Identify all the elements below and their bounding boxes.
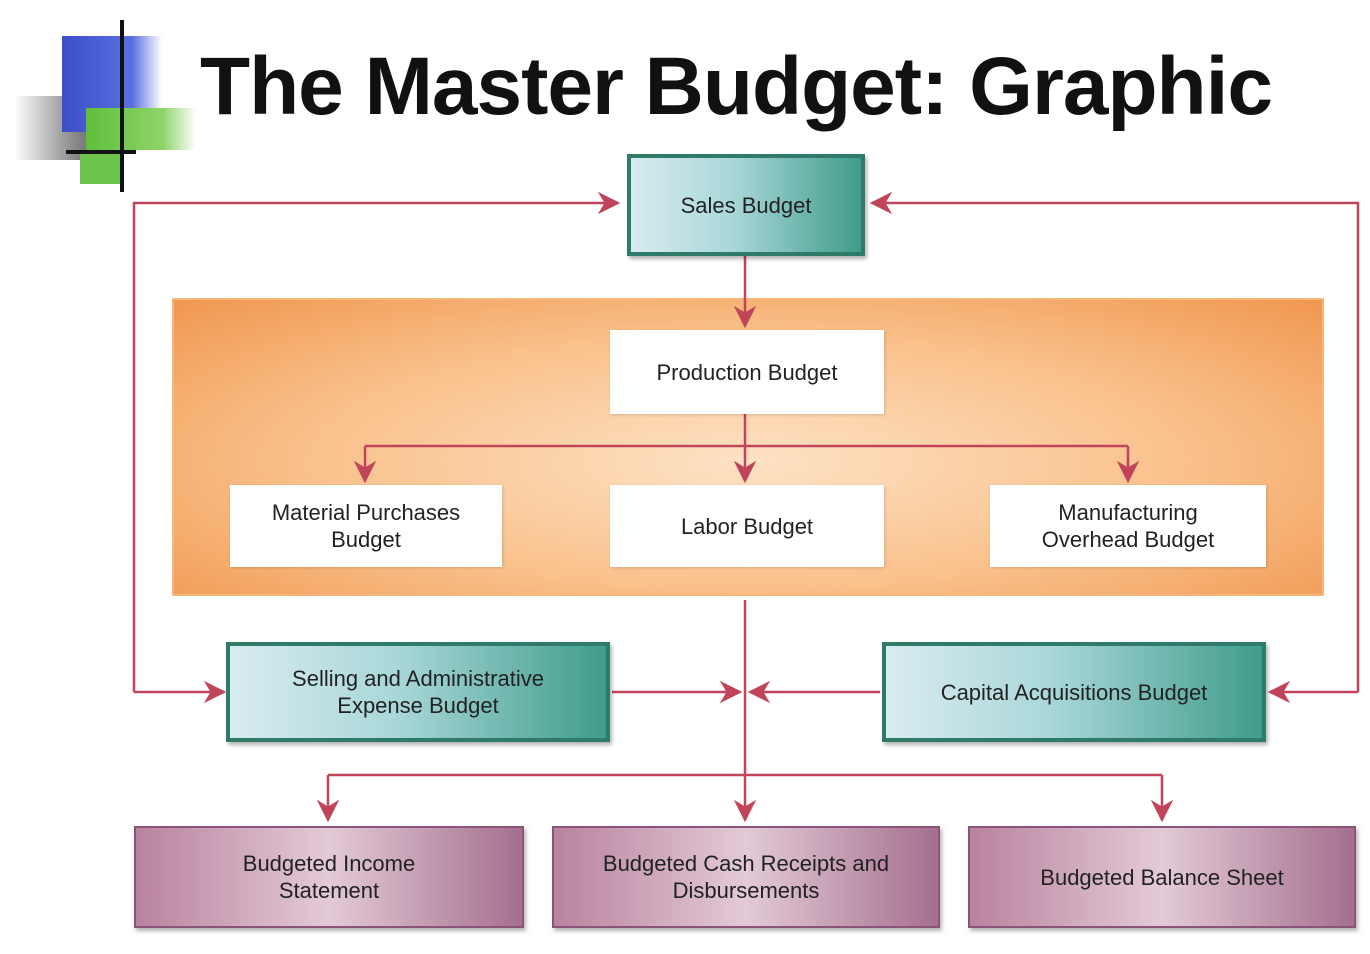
production-budget-label: Production Budget: [656, 359, 838, 385]
capital-acquisitions-budget-box: Capital Acquisitions Budget: [882, 642, 1266, 742]
logo-green-square: [80, 150, 124, 184]
budgeted-income-statement-box: Budgeted Income Statement: [134, 826, 524, 928]
material-purchases-budget-box: Material Purchases Budget: [230, 485, 502, 567]
page-title: The Master Budget: Graphic: [200, 41, 1273, 132]
right-loop-to-sales: [869, 191, 1360, 692]
logo-green-bar: [86, 108, 196, 150]
selling-admin-expense-budget-box: Selling and Administrative Expense Budge…: [226, 642, 610, 742]
labor-budget-label: Labor Budget: [680, 513, 814, 539]
budgeted-balance-sheet-box: Budgeted Balance Sheet: [968, 826, 1356, 928]
budgeted-cash-receipts-box: Budgeted Cash Receipts and Disbursements: [552, 826, 940, 928]
sales-budget-label: Sales Budget: [680, 192, 812, 218]
manufacturing-overhead-budget-box: Manufacturing Overhead Budget: [990, 485, 1266, 567]
manufacturing-overhead-budget-label: Manufacturing Overhead Budget: [1041, 500, 1215, 552]
left-loop-to-sales: [132, 191, 621, 692]
selling-admin-expense-budget-label: Selling and Administrative Expense Budge…: [292, 666, 544, 718]
production-budget-box: Production Budget: [610, 330, 884, 414]
sales-budget-box: Sales Budget: [627, 154, 865, 256]
capital-acquisitions-budget-label: Capital Acquisitions Budget: [940, 679, 1208, 705]
material-purchases-budget-label: Material Purchases Budget: [271, 500, 461, 552]
budgeted-cash-receipts-label: Budgeted Cash Receipts and Disbursements: [602, 851, 890, 903]
logo-horizontal-line: [66, 150, 136, 154]
budgeted-income-statement-label: Budgeted Income Statement: [242, 851, 416, 903]
logo-vertical-line: [120, 20, 124, 192]
labor-budget-box: Labor Budget: [610, 485, 884, 567]
budgeted-balance-sheet-label: Budgeted Balance Sheet: [1040, 864, 1284, 890]
